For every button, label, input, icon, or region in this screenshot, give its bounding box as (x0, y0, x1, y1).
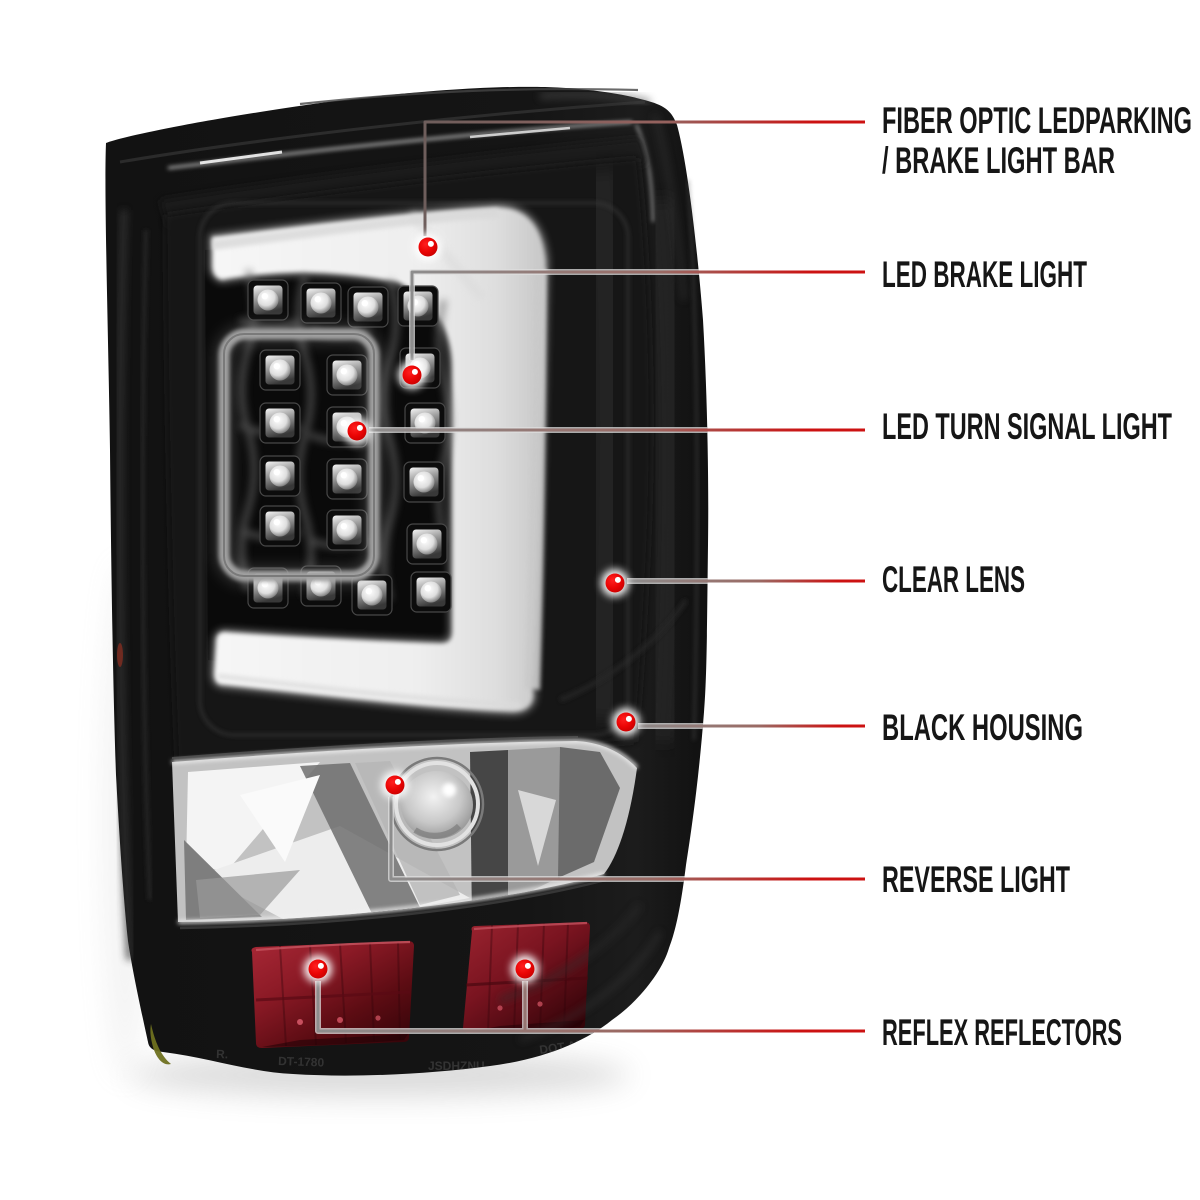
svg-text:LED TURN SIGNAL LIGHT: LED TURN SIGNAL LIGHT (882, 406, 1172, 447)
svg-text:R.: R. (216, 1047, 228, 1061)
svg-text:LED BRAKE LIGHT: LED BRAKE LIGHT (882, 254, 1087, 295)
svg-text:FIBER OPTIC LEDPARKING: FIBER OPTIC LEDPARKING (882, 100, 1192, 141)
svg-text:REVERSE LIGHT: REVERSE LIGHT (882, 859, 1070, 900)
svg-text:DT-1780: DT-1780 (278, 1054, 325, 1070)
svg-text:CLEAR LENS: CLEAR LENS (882, 559, 1025, 600)
svg-text:REFLEX REFLECTORS: REFLEX REFLECTORS (882, 1012, 1122, 1053)
svg-text:/ BRAKE LIGHT BAR: / BRAKE LIGHT BAR (882, 140, 1115, 181)
svg-text:BLACK HOUSING: BLACK HOUSING (882, 707, 1083, 748)
